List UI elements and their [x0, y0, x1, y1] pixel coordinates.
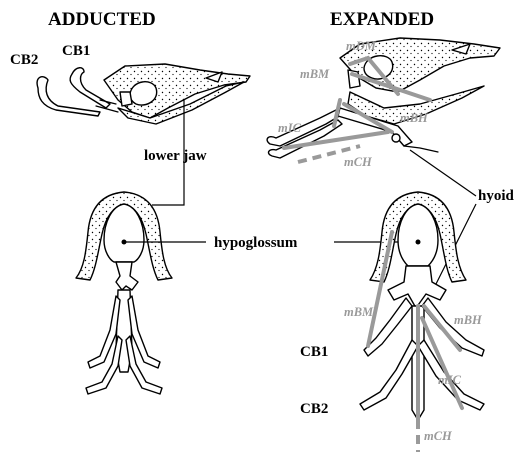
label-cb1-top: CB1: [62, 43, 90, 59]
title-expanded: EXPANDED: [330, 9, 434, 30]
label-mBH-bottom: mBH: [454, 313, 483, 327]
adducted-ventral-view: [76, 192, 172, 394]
adducted-eye-ring: [130, 82, 157, 105]
expanded-cb1-right: [422, 298, 484, 356]
label-cb2-bottom: CB2: [300, 401, 328, 417]
label-cb2-top: CB2: [10, 52, 38, 68]
label-mDM: mDM: [346, 39, 377, 53]
title-adducted: ADDUCTED: [48, 9, 156, 30]
adducted-cb1-horn: [70, 68, 110, 108]
expanded-basihyal: [388, 266, 446, 308]
expanded-hyoid-tip: [404, 146, 438, 152]
label-mIC-top: mIC: [278, 121, 302, 135]
expanded-skull-lateral: [267, 38, 500, 158]
label-hyoid: hyoid: [478, 188, 515, 204]
label-mCH-top: mCH: [344, 155, 373, 169]
expanded-hypoglossum-dot: [416, 240, 421, 245]
label-hypoglossum: hypoglossum: [214, 235, 298, 251]
label-lower-jaw: lower jaw: [144, 148, 207, 164]
label-mIC-bottom: mIC: [438, 373, 462, 387]
label-mBM-top: mBM: [300, 67, 330, 81]
label-mCH-bottom: mCH: [424, 429, 453, 443]
adducted-quadrate: [120, 92, 132, 106]
adducted-skull-lateral: [37, 64, 250, 124]
leader-hyoid-top: [410, 150, 476, 196]
label-mBH-top: mBH: [400, 111, 429, 125]
expanded-joint: [392, 134, 400, 142]
label-cb1-bottom: CB1: [300, 344, 328, 360]
label-mBM-bottom: mBM: [344, 305, 374, 319]
adducted-basihyal: [116, 262, 138, 290]
